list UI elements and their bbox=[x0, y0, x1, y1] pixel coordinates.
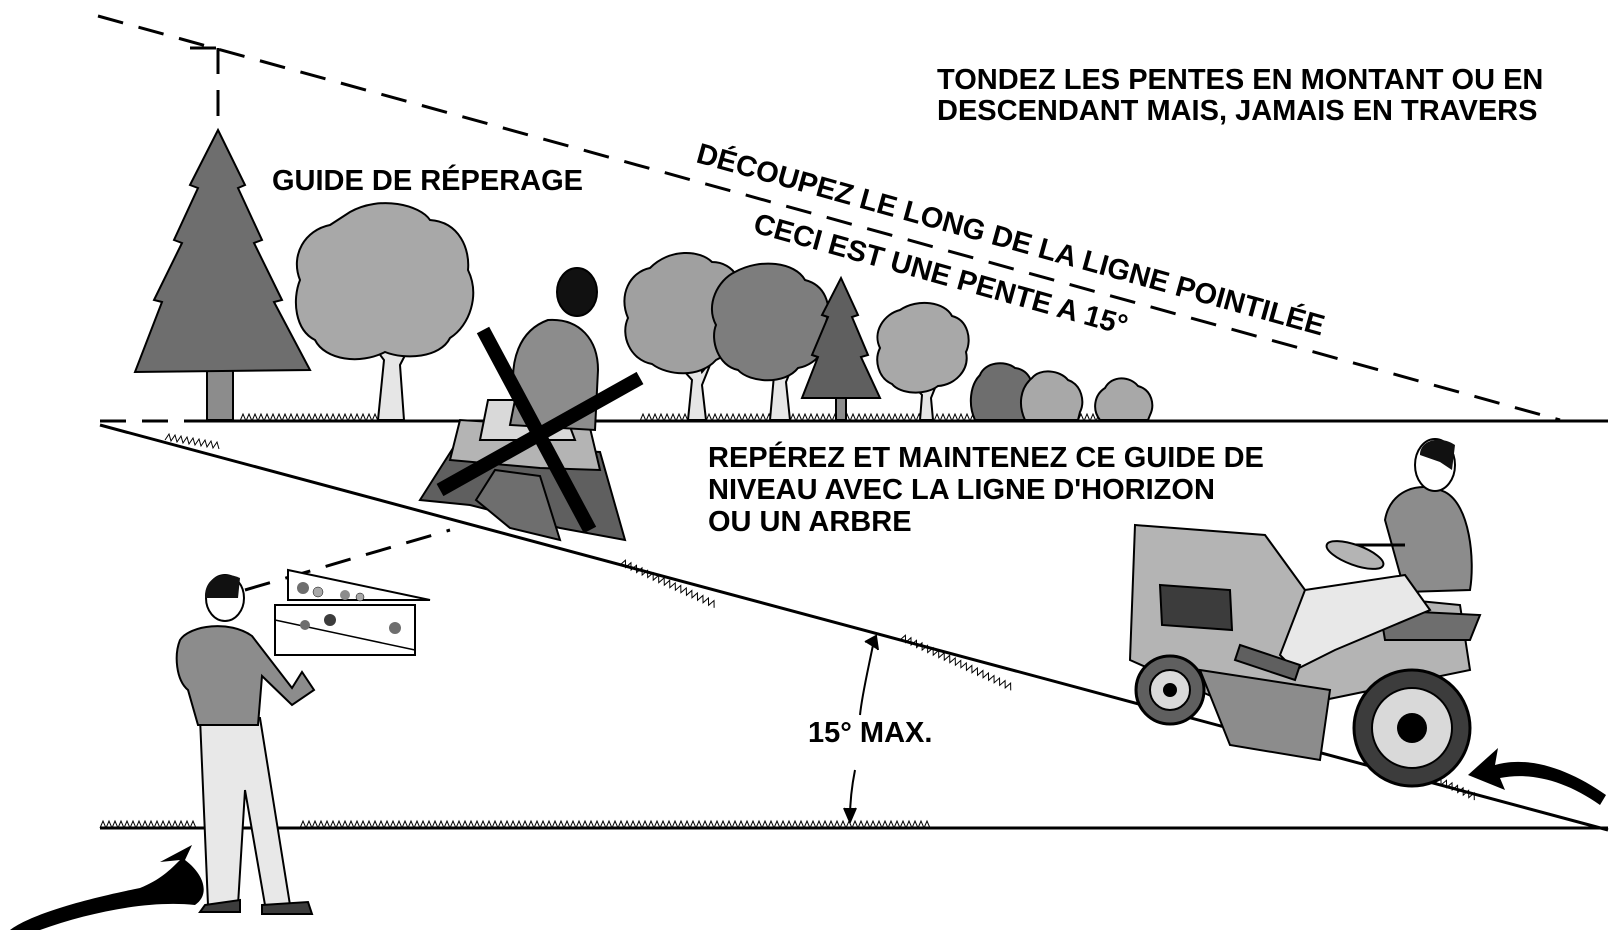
angle-indicator bbox=[843, 634, 879, 825]
angle-label: 15° MAX. bbox=[808, 717, 932, 749]
ground-lines bbox=[99, 412, 1609, 832]
guide-card-icon bbox=[274, 568, 431, 656]
front-wheel bbox=[1134, 654, 1206, 726]
rear-wheel bbox=[1352, 668, 1472, 788]
bush-icon bbox=[1094, 377, 1154, 421]
rear-view-rider bbox=[418, 267, 644, 542]
reference-line1: REPÉREZ ET MAINTENEZ CE GUIDE DE bbox=[708, 440, 1264, 474]
riding-mower bbox=[1128, 438, 1482, 788]
x-mark-icon bbox=[436, 326, 644, 534]
reference-line3: OU UN ARBRE bbox=[708, 506, 912, 538]
reference-line2: NIVEAU AVEC LA LIGNE D'HORIZON bbox=[708, 474, 1215, 506]
round-tree-icon bbox=[711, 262, 830, 421]
tree-row bbox=[133, 127, 1154, 421]
bush-icon bbox=[1019, 370, 1084, 421]
pine-tree-icon bbox=[133, 127, 312, 421]
round-tree-icon bbox=[294, 202, 475, 421]
round-tree-icon bbox=[876, 301, 970, 421]
standing-man bbox=[10, 568, 431, 930]
guide-title: GUIDE DE RÉPERAGE bbox=[272, 163, 583, 197]
text-labels: TONDEZ LES PENTES EN MONTANT OU EN DESCE… bbox=[272, 64, 1543, 749]
pine-tree-icon bbox=[800, 275, 882, 421]
top-right-line1: TONDEZ LES PENTES EN MONTANT OU EN bbox=[937, 64, 1543, 96]
top-right-line2: DESCENDANT MAIS, JAMAIS EN TRAVERS bbox=[937, 95, 1537, 127]
curved-arrow-icon bbox=[1468, 748, 1606, 805]
